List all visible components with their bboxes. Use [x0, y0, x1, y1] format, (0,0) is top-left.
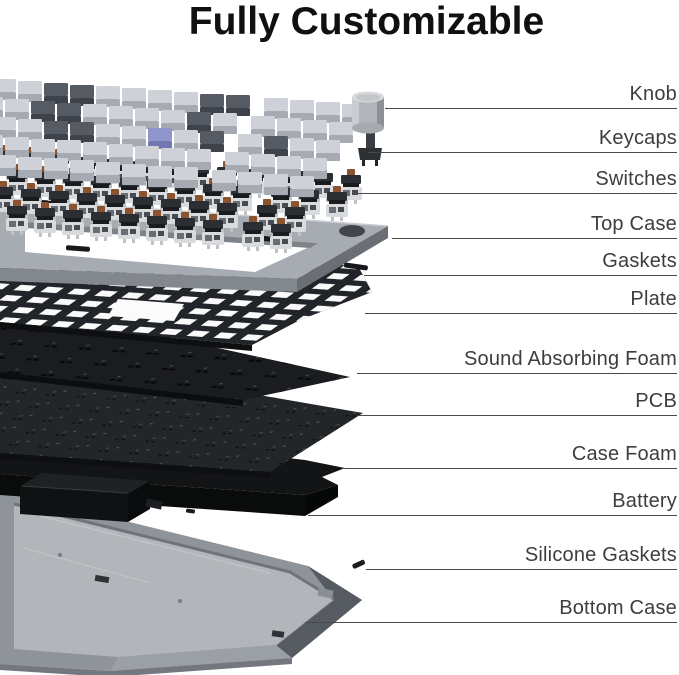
callout-switches: Switches	[595, 168, 677, 190]
leader-line-sound-absorbing-foam	[357, 373, 677, 374]
leader-line-bottom-case	[305, 622, 677, 623]
leader-line-keycaps	[368, 152, 677, 153]
callout-silicone-gaskets: Silicone Gaskets	[524, 544, 677, 566]
leader-line-gaskets	[364, 275, 677, 276]
leader-line-plate	[365, 313, 677, 314]
callout-gaskets: Gaskets	[602, 250, 677, 272]
leader-line-top-case	[392, 238, 677, 239]
callout-keycaps: Keycaps	[598, 127, 677, 149]
page-title: Fully Customizable	[188, 0, 545, 43]
layer-bottom-case	[0, 465, 362, 675]
leader-line-knob	[385, 108, 677, 109]
callout-battery: Battery	[612, 490, 677, 512]
callout-plate: Plate	[630, 288, 677, 310]
leader-line-pcb	[358, 415, 677, 416]
leader-line-switches	[357, 193, 677, 194]
layer-battery	[20, 473, 163, 522]
callout-bottom-case: Bottom Case	[559, 597, 677, 619]
leader-line-battery	[308, 515, 677, 516]
knob	[352, 91, 384, 166]
callout-case-foam: Case Foam	[571, 443, 677, 465]
callout-top-case: Top Case	[590, 213, 677, 235]
leader-line-silicone-gaskets	[366, 569, 677, 570]
callout-sound-absorbing-foam: Sound Absorbing Foam	[463, 348, 677, 370]
callout-knob: Knob	[629, 83, 677, 105]
callout-pcb: PCB	[635, 390, 677, 412]
leader-line-case-foam	[342, 468, 677, 469]
